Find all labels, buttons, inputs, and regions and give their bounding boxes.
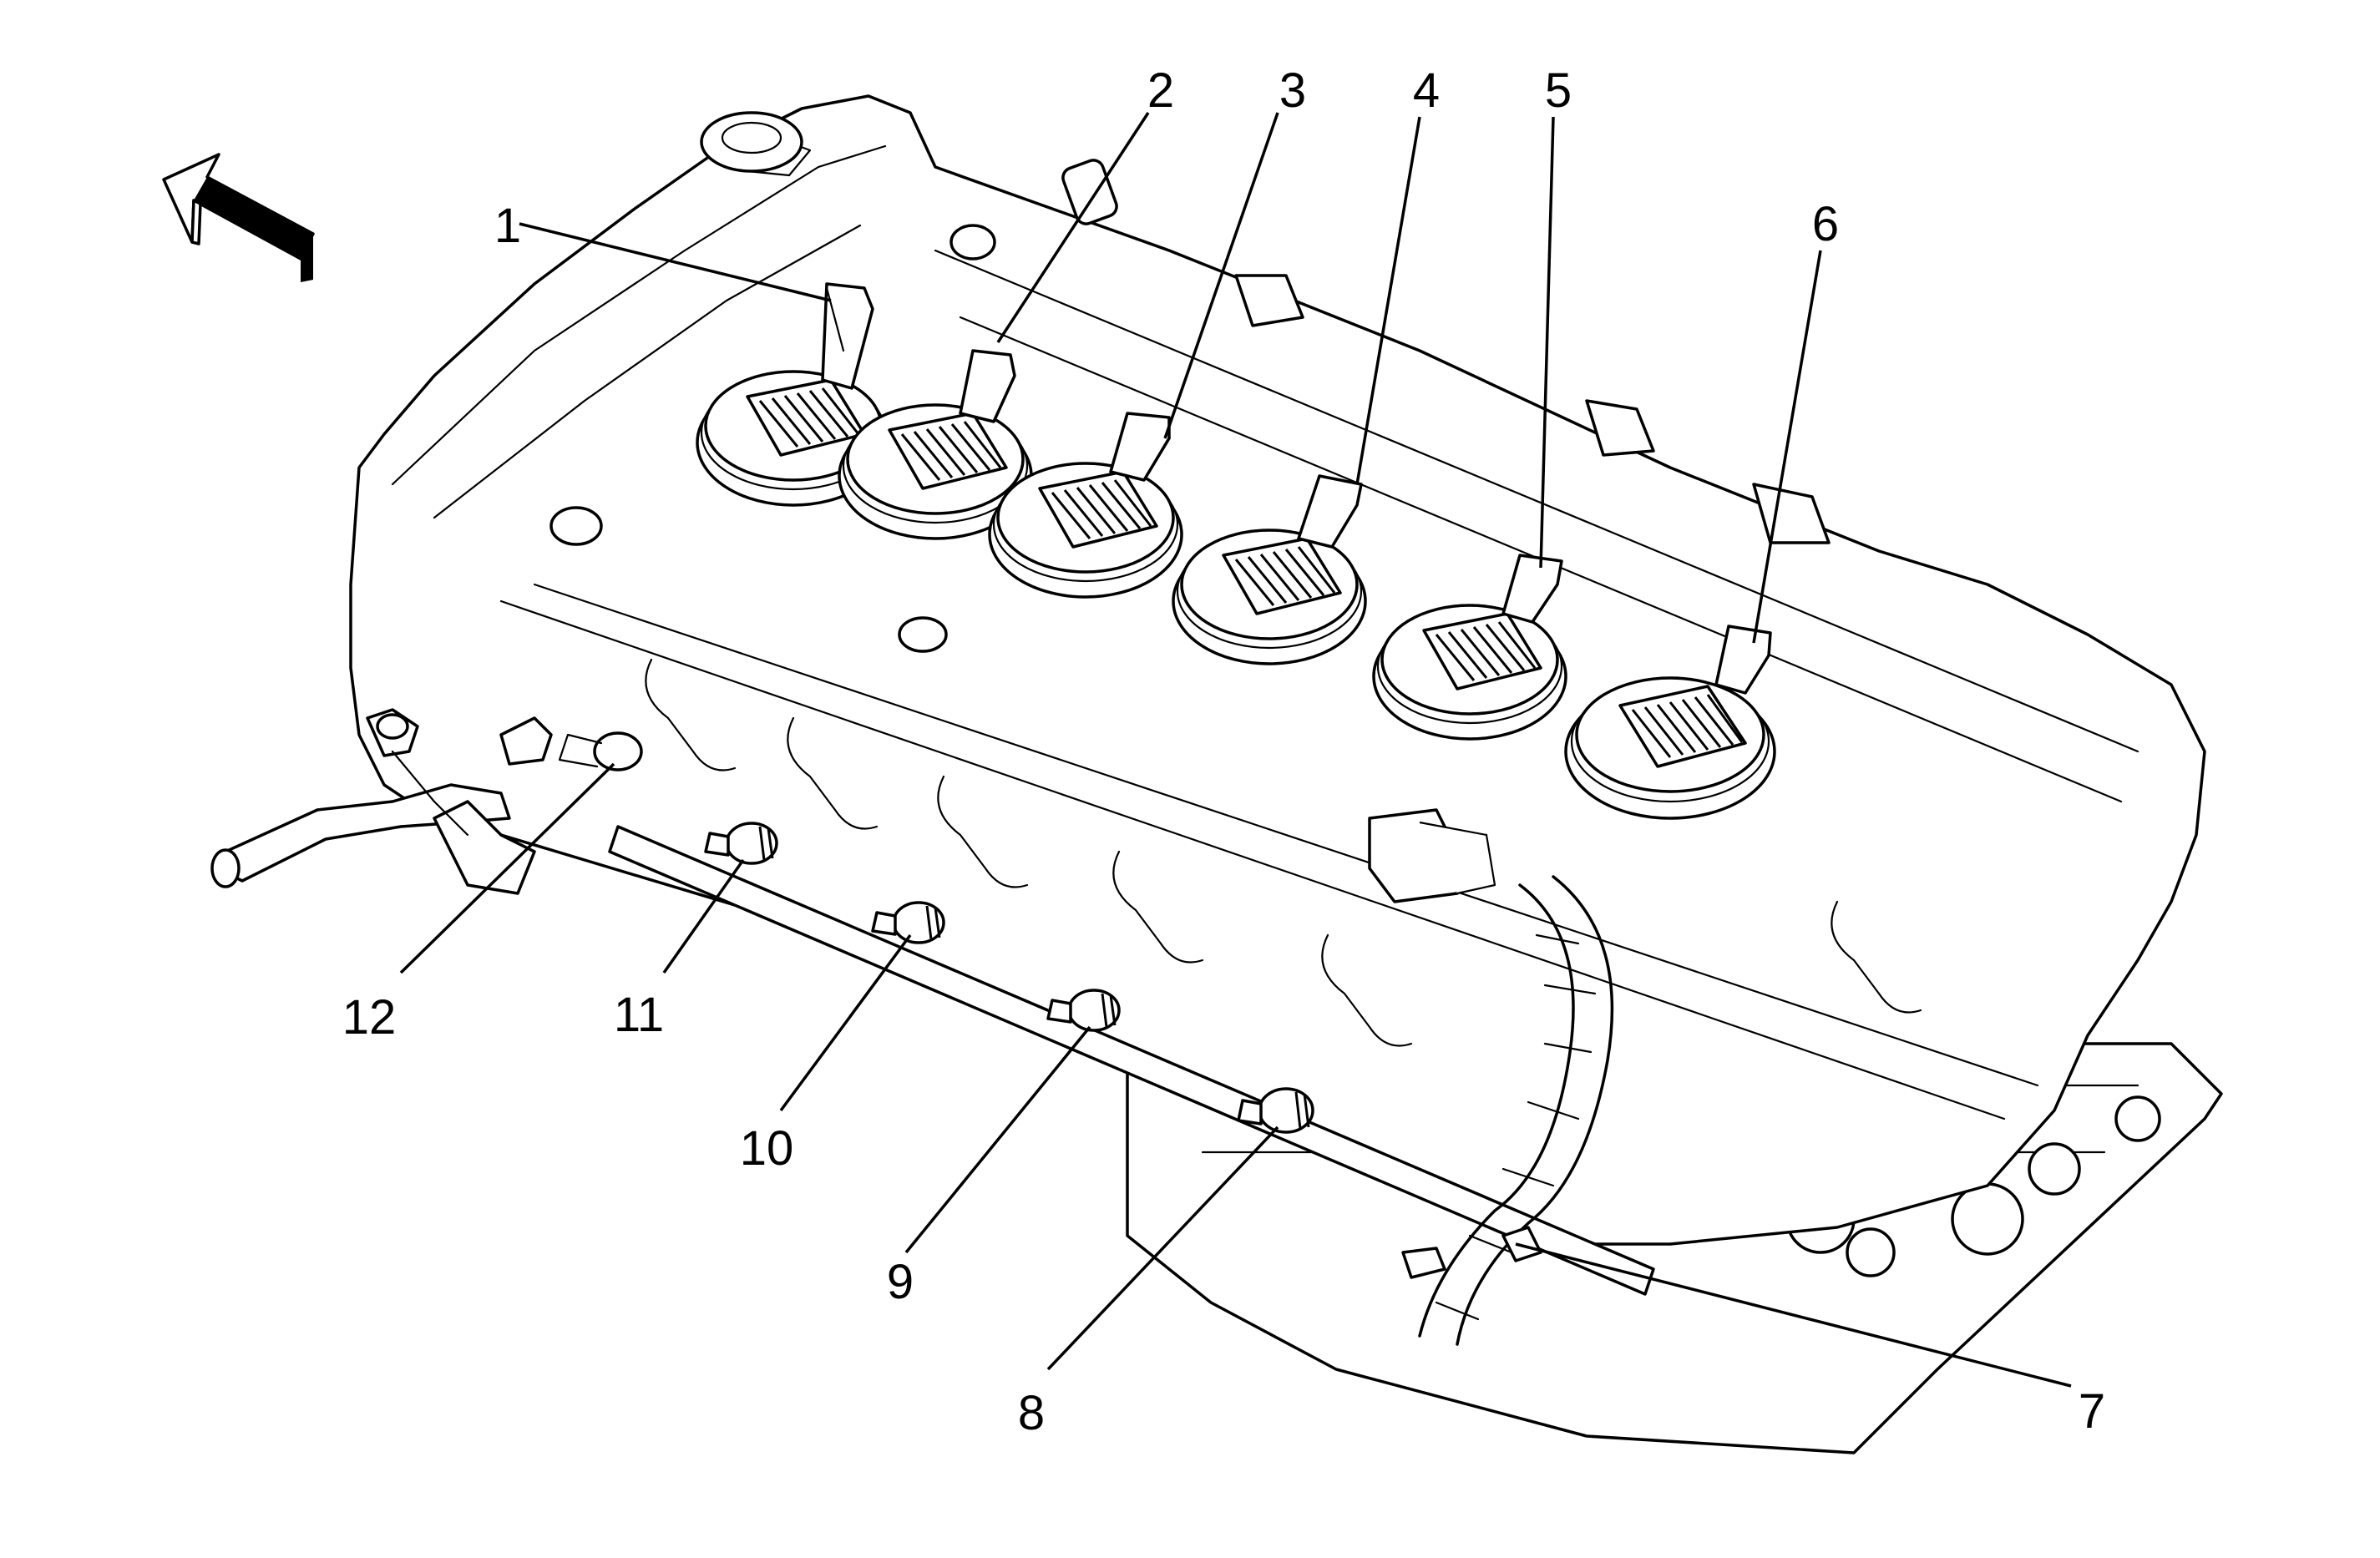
base-ports [1785, 1095, 2161, 1277]
leader-line-9 [904, 1025, 1091, 1254]
front-direction-arrow-icon [162, 153, 315, 282]
fuel-hose [210, 783, 511, 888]
fuel-injector-8 [1237, 1087, 1314, 1134]
fuel-injector-10 [871, 901, 945, 944]
callout-3: 3 [1279, 63, 1306, 118]
callout-labels: 1 2 3 4 5 6 7 8 9 10 11 12 [342, 63, 2105, 1440]
ignition-coil-2 [838, 349, 1033, 540]
callout-10: 10 [740, 1121, 794, 1176]
leader-lines [399, 112, 2072, 1388]
ignition-coil-3 [988, 412, 1183, 599]
valve-cover [349, 94, 2206, 1246]
leader-line-3 [1163, 112, 1279, 439]
leader-line-8 [1046, 1126, 1279, 1371]
ignition-coil-1 [696, 282, 891, 507]
harness-connector-7 [1401, 1226, 1542, 1279]
electrical-connector [1368, 808, 1496, 903]
callout-11: 11 [614, 988, 664, 1042]
fuel-injector-9 [1046, 989, 1121, 1032]
leader-line-11 [662, 858, 745, 974]
callout-4: 4 [1413, 63, 1440, 118]
leader-line-1 [519, 222, 832, 302]
callout-8: 8 [1018, 1386, 1045, 1440]
callout-2: 2 [1147, 63, 1174, 118]
wiring-harness [1368, 808, 1614, 1346]
callout-6: 6 [1812, 197, 1839, 251]
leader-line-2 [996, 112, 1150, 343]
leader-line-6 [1752, 250, 1822, 644]
leader-line-7 [1515, 1242, 2072, 1388]
ignition-coil-4 [1172, 474, 1367, 665]
callout-12: 12 [342, 990, 397, 1045]
leader-line-12 [399, 762, 615, 974]
ignition-coil-6 [1564, 625, 1776, 820]
ignition-coil-5 [1372, 554, 1567, 741]
cover-bosses [549, 159, 1831, 653]
fuel-injector-12 [558, 731, 643, 771]
leader-line-5 [1539, 116, 1555, 569]
fuel-injectors [558, 731, 1314, 1134]
callout-7: 7 [2079, 1384, 2105, 1439]
left-end-fittings [366, 708, 553, 895]
cover-runner-lobes [645, 658, 1922, 1047]
fuel-injector-11 [704, 822, 778, 865]
callout-9: 9 [887, 1255, 914, 1309]
leader-line-4 [1355, 116, 1421, 485]
ignition-coils [696, 282, 1776, 820]
callout-5: 5 [1545, 63, 1572, 118]
leader-line-10 [779, 933, 912, 1112]
oil-fill-cap [700, 111, 803, 173]
callout-1: 1 [494, 199, 521, 253]
